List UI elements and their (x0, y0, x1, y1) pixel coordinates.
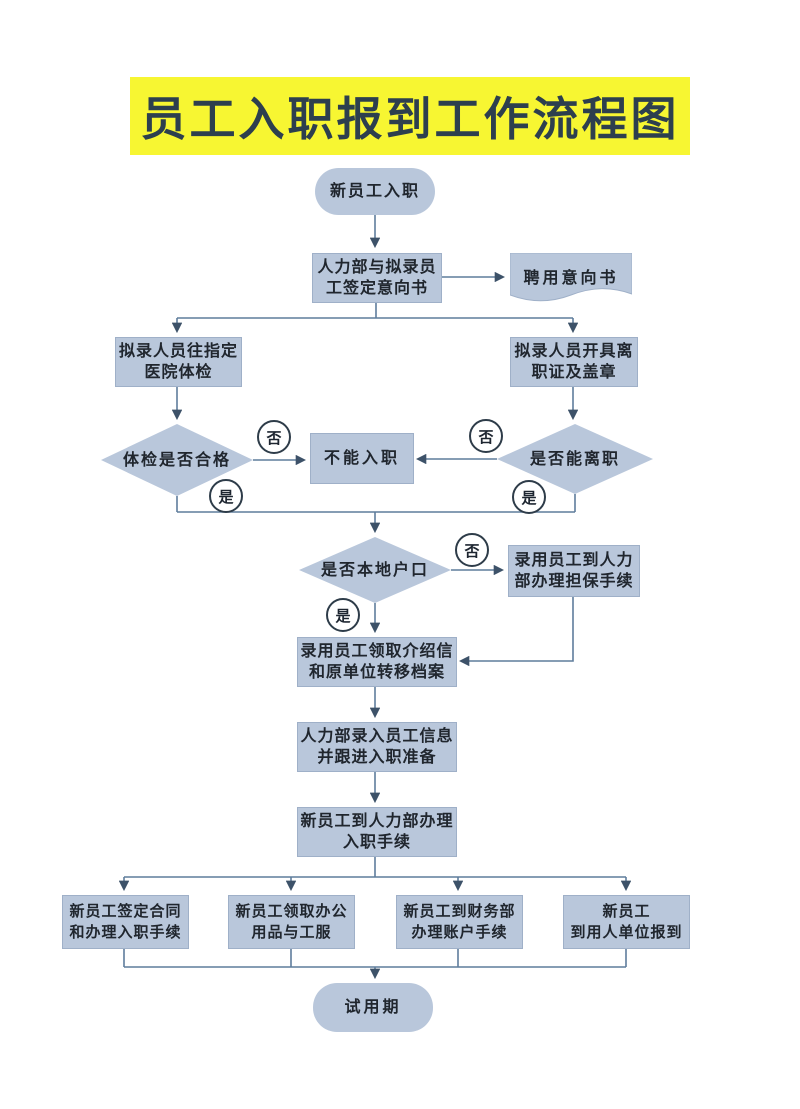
node-office-supplies: 新员工领取办公 用品与工服 (228, 895, 355, 949)
node-medical-exam-line2: 医院体检 (144, 364, 213, 381)
node-intro-letter-line2: 和原单位转移档案 (308, 664, 445, 681)
yes-badge-medical: 是 (209, 479, 243, 513)
node-report-to-unit-line1: 新员工 (602, 903, 651, 920)
node-sign-intent: 人力部与拟录员 工签定意向书 (312, 253, 442, 303)
yes-badge-resign-label: 是 (521, 489, 537, 507)
node-guarantee: 录用员工到人力 部办理担保手续 (508, 545, 640, 597)
node-probation-label: 试用期 (344, 999, 402, 1016)
node-sign-intent-line1: 人力部与拟录员 (317, 259, 437, 276)
node-resign-cert-line1: 拟录人员开具离 (514, 343, 634, 360)
node-probation: 试用期 (313, 983, 433, 1032)
node-entry-info-line2: 并跟进入职准备 (317, 749, 437, 766)
node-onboard-procedure-line1: 新员工到人力部办理 (300, 813, 454, 830)
page-title: 员工入职报到工作流程图 (130, 77, 690, 155)
yes-badge-medical-label: 是 (218, 488, 234, 506)
node-office-supplies-line2: 用品与工服 (251, 924, 332, 941)
node-sign-contract-line2: 和办理入职手续 (69, 924, 182, 941)
yes-badge-resign: 是 (512, 480, 546, 514)
node-sign-intent-line2: 工签定意向书 (325, 280, 428, 297)
node-report-to-unit-line2: 到用人单位报到 (570, 924, 683, 941)
node-finance-account-line2: 办理账户手续 (411, 924, 508, 941)
yes-badge-local: 是 (326, 598, 360, 632)
yes-badge-local-label: 是 (335, 607, 351, 625)
node-intro-letter-line1: 录用员工领取介绍信 (300, 643, 454, 660)
document-shape-icon (510, 253, 632, 302)
no-badge-local: 否 (455, 533, 489, 567)
node-onboard-procedure-line2: 入职手续 (342, 834, 411, 851)
node-intent-document: 聘用意向书 (510, 253, 632, 303)
no-badge-local-label: 否 (464, 542, 480, 560)
node-entry-info: 人力部录入员工信息 并跟进入职准备 (297, 722, 457, 772)
node-sign-contract: 新员工签定合同 和办理入职手续 (62, 895, 189, 949)
node-resign-cert: 拟录人员开具离 职证及盖章 (510, 337, 638, 387)
node-entry-info-line1: 人力部录入员工信息 (300, 728, 454, 745)
node-finance-account-line1: 新员工到财务部 (403, 903, 516, 920)
node-resign-cert-line2: 职证及盖章 (531, 364, 617, 381)
node-onboard-procedure: 新员工到人力部办理 入职手续 (297, 807, 457, 857)
no-badge-resign: 否 (469, 419, 503, 453)
node-medical-exam: 拟录人员往指定 医院体检 (115, 337, 242, 387)
no-badge-medical-label: 否 (266, 429, 282, 447)
node-finance-account: 新员工到财务部 办理账户手续 (396, 895, 523, 949)
no-badge-resign-label: 否 (478, 428, 494, 446)
node-office-supplies-line1: 新员工领取办公 (235, 903, 348, 920)
node-intro-letter: 录用员工领取介绍信 和原单位转移档案 (297, 637, 457, 687)
node-medical-exam-line1: 拟录人员往指定 (118, 343, 238, 360)
node-sign-contract-line1: 新员工签定合同 (69, 903, 182, 920)
node-cannot-join-label: 不能入职 (323, 450, 400, 467)
node-report-to-unit: 新员工 到用人单位报到 (563, 895, 690, 949)
decision-medical-pass-label: 体检是否合格 (122, 451, 231, 469)
no-badge-medical: 否 (257, 420, 291, 454)
node-cannot-join: 不能入职 (310, 433, 414, 484)
node-intent-document-label: 聘用意向书 (523, 270, 619, 287)
node-start: 新员工入职 (315, 168, 435, 215)
node-guarantee-line1: 录用员工到人力 (514, 552, 634, 569)
decision-local-hukou-label: 是否本地户口 (320, 561, 429, 579)
node-start-label: 新员工入职 (329, 183, 420, 200)
decision-can-resign-label: 是否能离职 (529, 450, 620, 468)
node-guarantee-line2: 部办理担保手续 (514, 573, 634, 590)
